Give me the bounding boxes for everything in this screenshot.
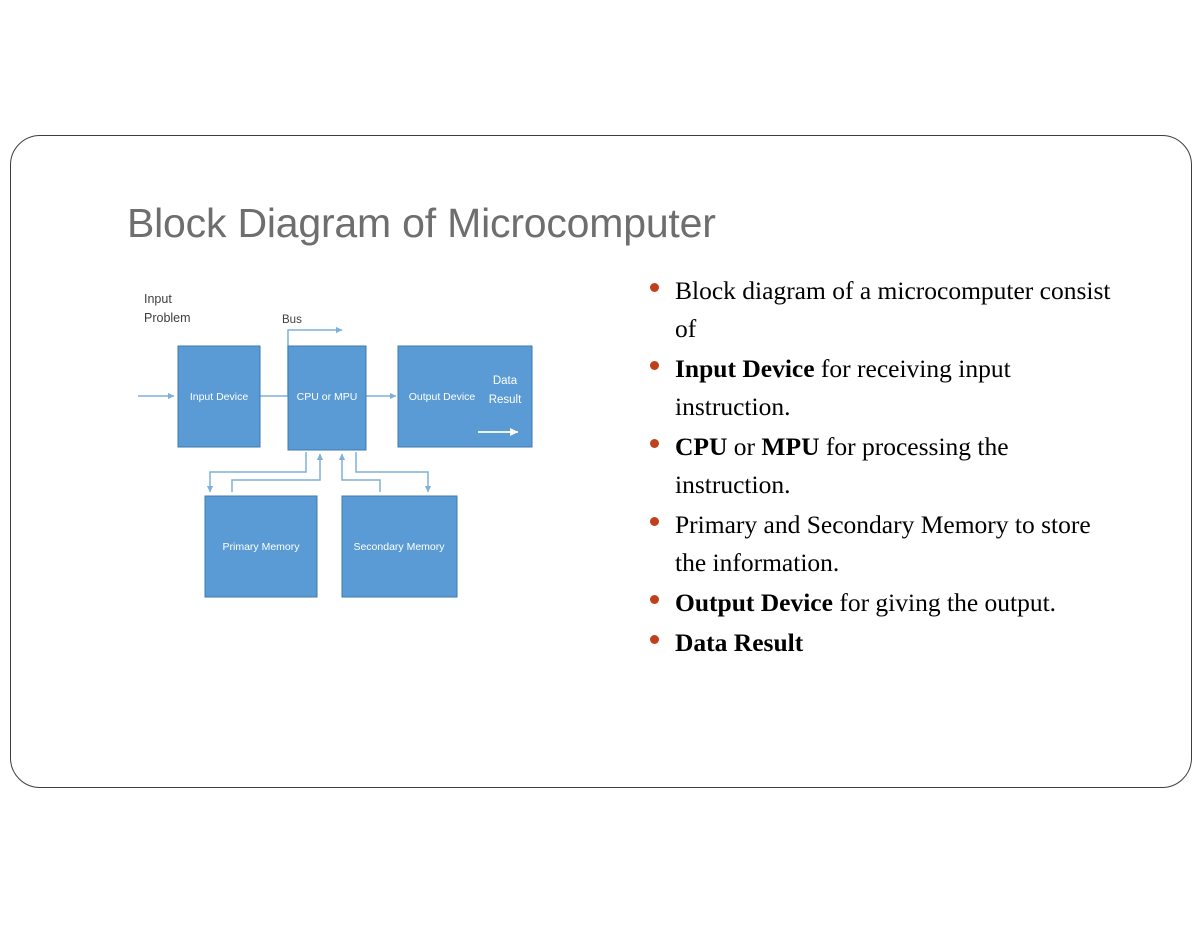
bullet-dot-icon — [650, 595, 659, 604]
bullet-list: Block diagram of a microcomputer consist… — [650, 272, 1120, 664]
arrow-cpu-to-primary-memory — [206, 452, 307, 493]
diagram-box-primary-memory: Primary Memory — [204, 495, 318, 598]
diagram-box-label-primary-memory: Primary Memory — [222, 541, 300, 553]
diagram-label-result: Result — [489, 394, 522, 406]
diagram-box-label-cpu: CPU or MPU — [297, 391, 358, 403]
bullet-consist-of-text: Block diagram of a microcomputer consist… — [675, 276, 1111, 343]
arrow-cpu-to-secondary-memory — [355, 452, 432, 493]
diagram-box-output-device: Output Device Data Result — [397, 345, 533, 448]
diagram-box-label-secondary-memory: Secondary Memory — [353, 541, 445, 553]
bullet-dot-icon — [650, 517, 659, 526]
arrow-secondary-memory-to-cpu — [338, 453, 381, 492]
diagram-box-cpu: CPU or MPU — [287, 345, 367, 451]
bullet-data-result-text: Data Result — [675, 628, 804, 657]
bullet-memory-text: Primary and Secondary Memory to store th… — [675, 510, 1091, 577]
diagram-label-bus: Bus — [282, 314, 302, 326]
page-title: Block Diagram of Microcomputer — [127, 200, 716, 246]
bullet-cpu-mpu-text: CPU or MPU for processing the instructio… — [675, 432, 1009, 499]
bullet-consist-of: Block diagram of a microcomputer consist… — [650, 272, 1120, 348]
bullet-input-device-text: Input Device for receiving input instruc… — [675, 354, 1011, 421]
diagram-box-label-input-device: Input Device — [190, 391, 249, 403]
block-diagram: Input Problem Bus Input Device — [130, 280, 560, 610]
diagram-label-input: Input — [144, 292, 172, 306]
diagram-label-problem: Problem — [144, 311, 191, 325]
bullet-output-device-text: Output Device for giving the output. — [675, 588, 1057, 617]
diagram-label-data: Data — [493, 375, 518, 387]
bullet-dot-icon — [650, 439, 659, 448]
bullet-output-device: Output Device for giving the output. — [650, 584, 1120, 622]
diagram-box-secondary-memory: Secondary Memory — [341, 495, 458, 598]
bullet-dot-icon — [650, 283, 659, 292]
bullet-memory: Primary and Secondary Memory to store th… — [650, 506, 1120, 582]
diagram-box-label-output-device: Output Device — [409, 391, 476, 403]
bullet-input-device: Input Device for receiving input instruc… — [650, 350, 1120, 426]
bullet-dot-icon — [650, 635, 659, 644]
bullet-data-result: Data Result — [650, 624, 1120, 662]
bullet-cpu-mpu: CPU or MPU for processing the instructio… — [650, 428, 1120, 504]
diagram-box-input-device: Input Device — [177, 345, 261, 448]
slide-content-card — [10, 135, 1192, 788]
arrow-primary-memory-to-cpu — [231, 453, 324, 492]
bullet-dot-icon — [650, 361, 659, 370]
